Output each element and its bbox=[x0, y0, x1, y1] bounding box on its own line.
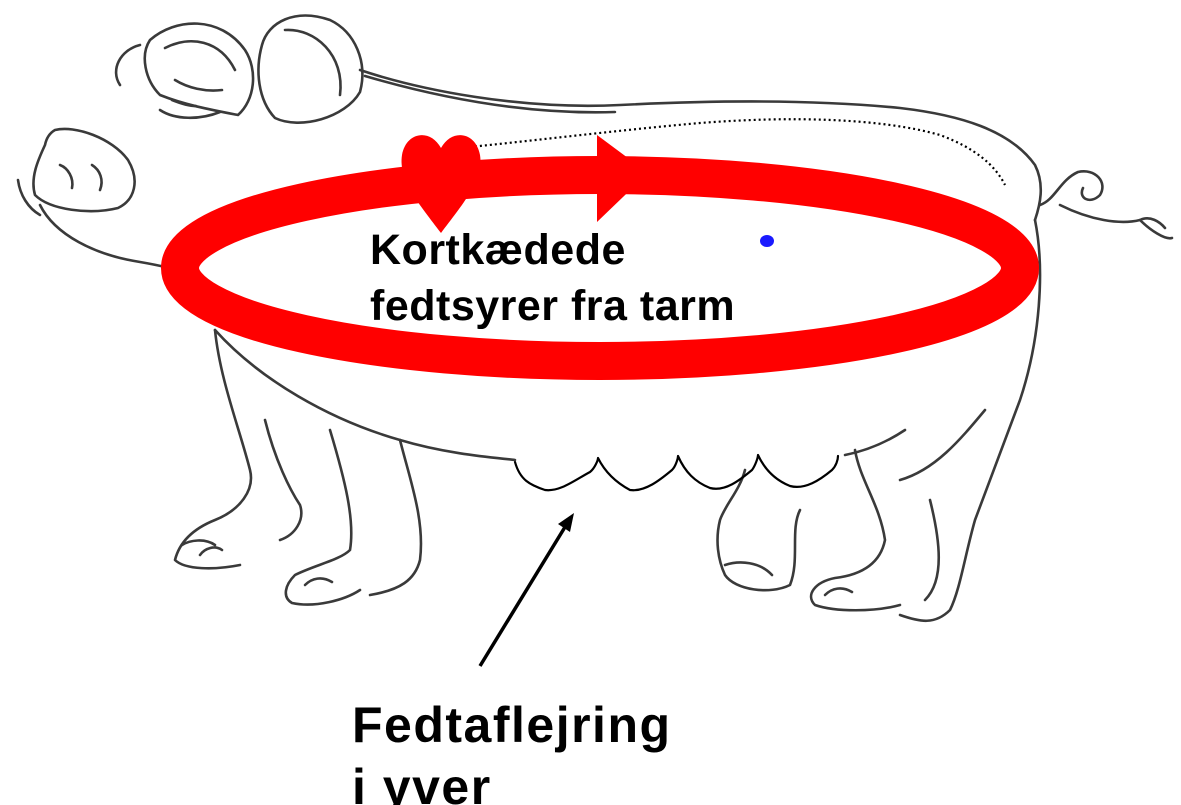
blue-dot bbox=[760, 235, 774, 247]
inner-label: Kortkædede fedtsyrer fra tarm bbox=[370, 222, 735, 334]
inner-label-line1: Kortkædede bbox=[370, 222, 735, 278]
flow-arrow-icon bbox=[597, 135, 648, 222]
bottom-label-line1: Fedtaflejring bbox=[352, 694, 672, 756]
inner-label-line2: fedtsyrer fra tarm bbox=[370, 278, 735, 334]
pig-back-leg-right bbox=[811, 450, 900, 610]
bottom-label: Fedtaflejring i yver bbox=[352, 694, 672, 805]
pig-right-ear bbox=[258, 16, 362, 123]
pig-back-leg-left bbox=[718, 470, 800, 590]
pig-left-ear bbox=[145, 24, 253, 115]
bottom-label-line2: i yver bbox=[352, 756, 672, 805]
udder-pointer-arrowhead bbox=[558, 513, 574, 532]
pig-front-leg-left bbox=[175, 330, 251, 568]
udder-pointer-line bbox=[480, 527, 565, 666]
udder-outline bbox=[515, 455, 838, 490]
pig-snout bbox=[33, 129, 134, 211]
heart-icon bbox=[402, 135, 481, 233]
pig-tail bbox=[1040, 171, 1172, 238]
